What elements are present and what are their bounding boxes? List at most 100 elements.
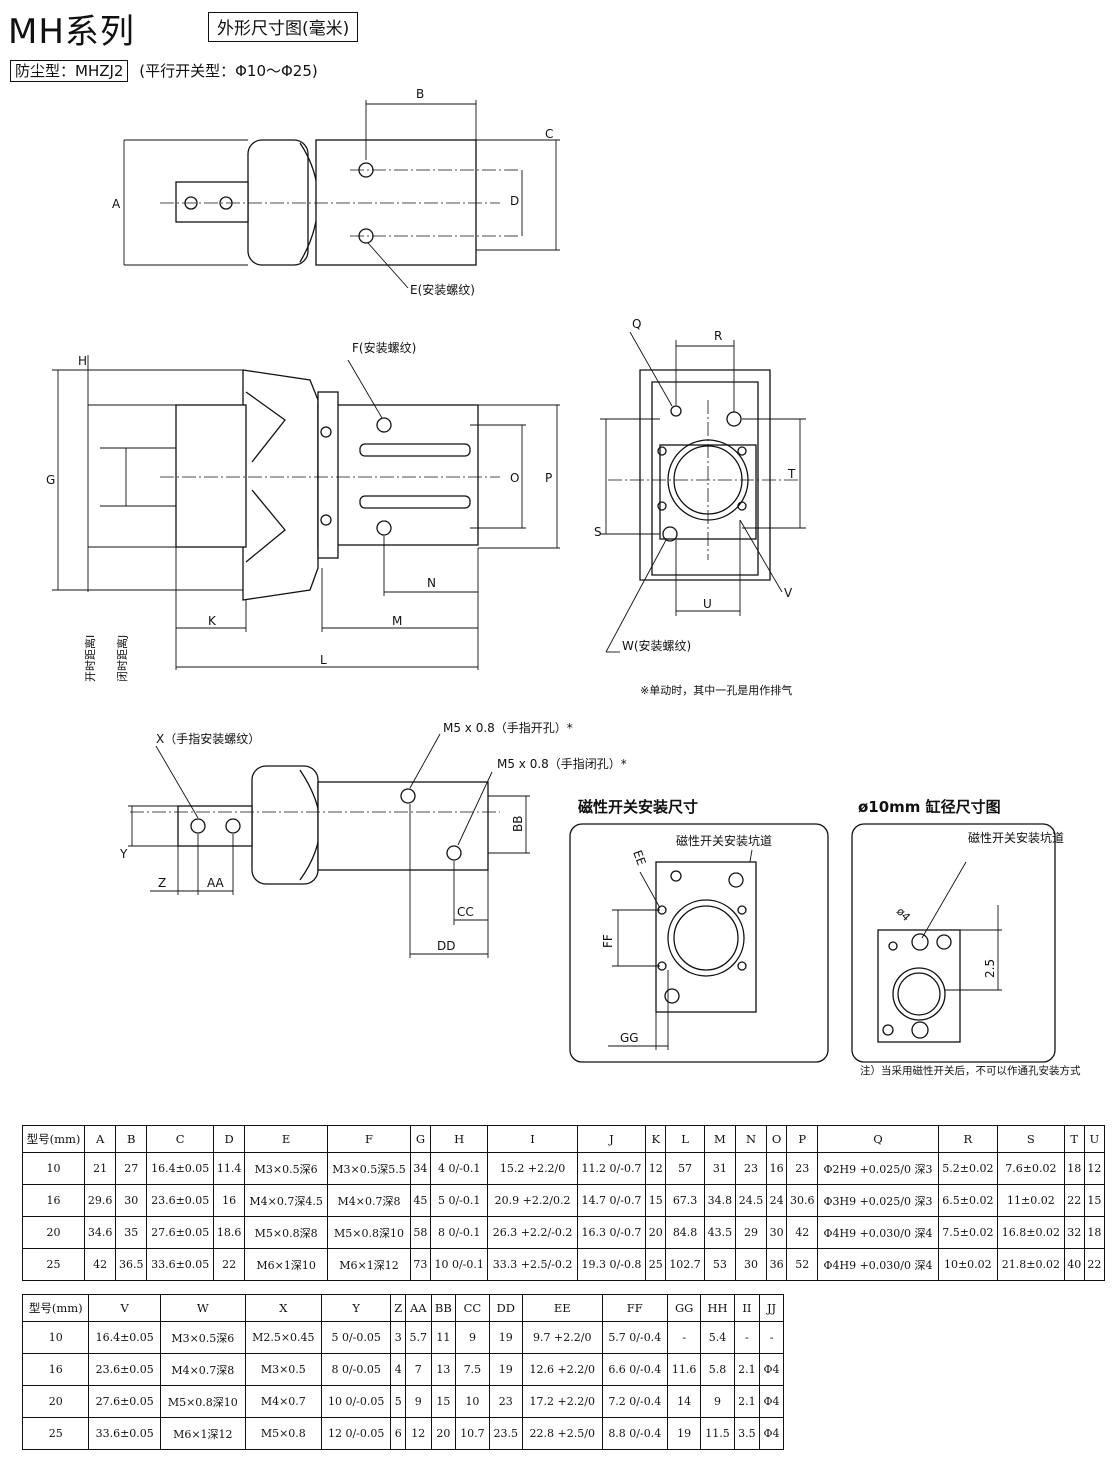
table-header-cell: J (576, 1125, 647, 1153)
table-cell: 20 (645, 1216, 667, 1249)
model-line: 防尘型：MHZJ2 (平行开关型：Φ10～Φ25) (10, 60, 318, 82)
switch-title: 磁性开关安装尺寸 (578, 798, 698, 816)
table-header-cell: EE (521, 1294, 603, 1322)
dim-T: T (787, 467, 796, 481)
table-cell: 52 (786, 1248, 819, 1281)
dim-M: M (392, 614, 402, 628)
table-cell: 11.6 (666, 1353, 702, 1386)
table-cell: 5 (390, 1385, 407, 1418)
dim-EE: EE (630, 848, 648, 867)
label-phi4: ø4 (894, 905, 913, 924)
table-cell: 24 (766, 1184, 788, 1217)
table-cell: - (666, 1321, 702, 1354)
table-cell: 21.8±0.02 (997, 1248, 1065, 1281)
dim-DD: DD (437, 939, 455, 953)
table-cell: 5.2±0.02 (937, 1152, 999, 1185)
table-cell: 23 (488, 1385, 523, 1418)
table-cell: 12 (645, 1152, 667, 1185)
table-header-cell: B (115, 1125, 148, 1153)
dim-N: N (427, 576, 436, 590)
table-cell: 19 (488, 1353, 523, 1386)
end-view: R Q S T U V W(安装螺纹) ※单动时，其中一孔是用作排气 (594, 317, 806, 697)
table-cell: 6 (390, 1417, 407, 1450)
dim-H: H (78, 354, 87, 368)
table-header-cell: S (997, 1125, 1065, 1153)
table-header-cell: Y (320, 1294, 392, 1322)
table-cell: M5×0.8深8 (244, 1216, 329, 1249)
table-cell: 25 (645, 1248, 667, 1281)
dim-U: U (703, 597, 712, 611)
table-cell: M3×0.5深6 (244, 1152, 329, 1185)
table-cell: Φ2H9 +0.025/0 深3 (817, 1152, 939, 1185)
dim-V: V (784, 586, 793, 600)
dim-K: K (208, 614, 217, 628)
table-cell: 5.7 0/-0.4 (601, 1321, 669, 1354)
table-cell: 4 (390, 1353, 407, 1386)
table-cell: - (759, 1321, 784, 1354)
label-X: X（手指安装螺纹） (156, 731, 260, 746)
table-cell: 34.8 (703, 1184, 736, 1217)
drawing-title: 外形尺寸图(毫米) (208, 12, 359, 42)
table-cell: 8 0/-0.05 (320, 1353, 392, 1386)
table-cell: 12 (1083, 1152, 1106, 1185)
table-cell: 84.8 (665, 1216, 705, 1249)
dim-Y: Y (119, 847, 128, 861)
table-cell: M4×0.7深8 (327, 1184, 411, 1217)
table-cell: 7.6±0.02 (997, 1152, 1065, 1185)
table-cell: 27.6±0.05 (146, 1216, 215, 1249)
table-cell: M6×1深12 (159, 1417, 246, 1450)
table-cell: 12.6 +2.2/0 (521, 1353, 603, 1386)
table-cell: 12 (405, 1417, 432, 1450)
table-cell: 42 (786, 1216, 819, 1249)
switch-groove-label: 磁性开关安装坑道 (676, 833, 772, 848)
table-cell: 35 (115, 1216, 148, 1249)
table-cell: 16.3 0/-0.7 (576, 1216, 647, 1249)
table-cell: 5 0/-0.05 (320, 1321, 392, 1354)
table-cell: 5.4 (700, 1321, 735, 1354)
table-cell: 9.7 +2.2/0 (521, 1321, 603, 1354)
table-cell: M3×0.5深5.5 (327, 1152, 411, 1185)
table-header-cell: A (84, 1125, 117, 1153)
table-cell: 27.6±0.05 (88, 1385, 161, 1418)
table-cell: 19 (488, 1321, 523, 1354)
table-header-cell: 型号(mm) (21, 1294, 90, 1322)
table-cell: 23.6±0.05 (88, 1353, 161, 1386)
table-cell: 11.2 0/-0.7 (576, 1152, 647, 1185)
table-cell: 9 (455, 1321, 490, 1354)
table-cell: 13 (430, 1353, 457, 1386)
table-header-cell: T (1063, 1125, 1085, 1153)
table-cell: 33.6±0.05 (88, 1417, 161, 1450)
table-cell: 73 (409, 1248, 431, 1281)
table-header-cell: R (937, 1125, 999, 1153)
dim-GG: GG (620, 1031, 639, 1045)
label-m5-close: M5 x 0.8（手指闭孔）* (497, 756, 627, 771)
table-cell: 15 (1083, 1184, 1106, 1217)
table-cell: 16 (766, 1152, 788, 1185)
table-cell: 32 (1063, 1216, 1085, 1249)
table-cell: 20 (430, 1417, 457, 1450)
table-header-cell: JJ (759, 1294, 784, 1322)
table-cell: M4×0.7深4.5 (244, 1184, 329, 1217)
table-header-cell: N (734, 1125, 768, 1153)
dim-B: B (416, 87, 424, 101)
table-header-cell: L (665, 1125, 705, 1153)
table-cell: Φ4 (759, 1385, 784, 1418)
table-cell: 6.6 0/-0.4 (601, 1353, 669, 1386)
table-cell: 8.8 0/-0.4 (601, 1417, 669, 1450)
note-bore10: 注）当采用磁性开关后，不可以作通孔安装方式 (860, 1064, 1081, 1077)
table-cell: 10 0/-0.05 (320, 1385, 392, 1418)
table-cell: M4×0.7 (244, 1385, 322, 1418)
table-cell: 16.4±0.05 (146, 1152, 215, 1185)
table-cell: 22 (1063, 1184, 1085, 1217)
note-single-action: ※单动时，其中一孔是用作排气 (640, 683, 792, 697)
table-header-cell: P (786, 1125, 819, 1153)
table-cell: 30 (115, 1184, 148, 1217)
table-cell: 19.3 0/-0.8 (576, 1248, 647, 1281)
dimension-drawings: A B C D E(安装螺纹) G H (46, 87, 1081, 1077)
dim-P: P (545, 471, 552, 485)
dim-Z: Z (158, 876, 166, 890)
table-cell: 11.5 (700, 1417, 735, 1450)
